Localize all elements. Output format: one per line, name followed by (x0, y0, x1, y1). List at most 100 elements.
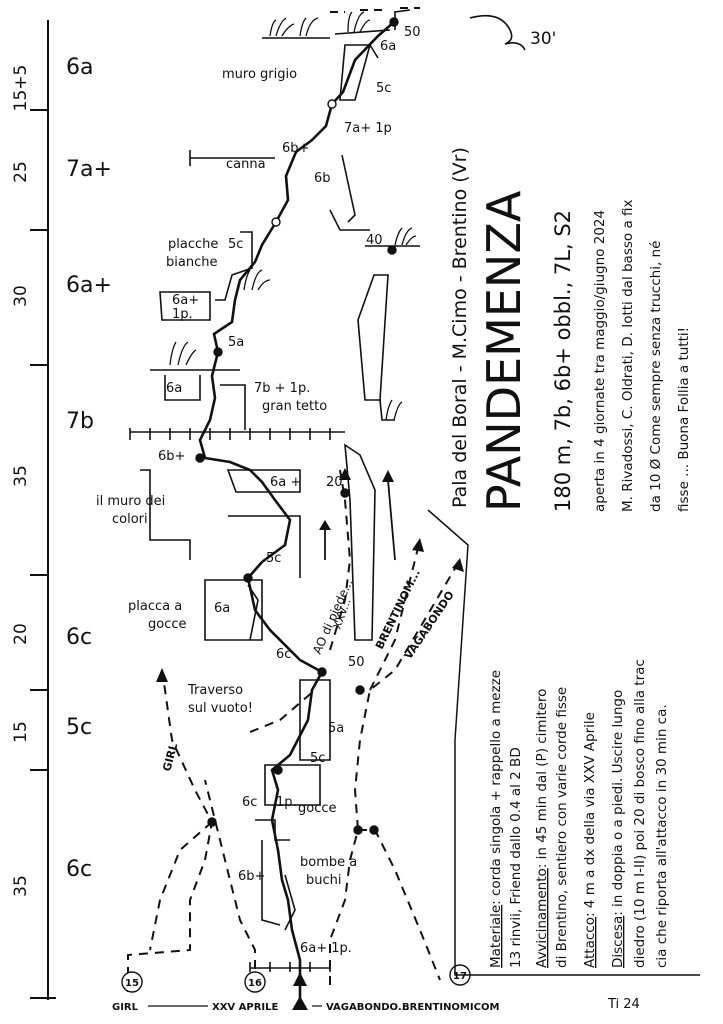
scale-length: 30 (11, 285, 31, 307)
grade-label: 6b+ (158, 449, 185, 464)
credits-line: M. Rivadossi, C. Oldrati, D. Iotti dal b… (620, 199, 636, 512)
credits-line: da 10 Ø Come sempre senza trucchi, né (648, 241, 664, 512)
grade-label: 5c (310, 751, 325, 766)
exit-note: 30' (530, 29, 556, 49)
route-name: PANDEMENZA (477, 190, 531, 512)
grade-label: 5c (228, 237, 243, 252)
grade-label: 7b + 1p. (254, 381, 310, 396)
location: Pala del Boral - M.Cimo - Brentino (Vr) (449, 147, 471, 508)
neighbour-routes (127, 469, 461, 992)
stance-40: 40 (366, 233, 383, 248)
grade-label: 6a (380, 39, 396, 54)
avvicinamento-text: di Brentino, sentiero con varie corde fi… (554, 687, 570, 968)
grade-label: 6c (242, 795, 257, 810)
route-line (198, 21, 395, 1000)
grade-label: 7a+ 1p (344, 121, 392, 136)
grade-label: 1p. (276, 795, 297, 810)
bottom-label-brentinomicom: BRENTINOMICOM (402, 1002, 499, 1013)
scale-length: 25 (11, 161, 31, 183)
discesa-text: : in doppia o a piedi. Uscire lungo (610, 690, 626, 916)
feature-labels: muro grigio canna placche bianche gran t… (96, 67, 357, 888)
bottom-label-vagabondo: VAGABONDO... (326, 1002, 409, 1013)
label-placca: gocce (148, 617, 187, 632)
stance-50: 50 (348, 655, 365, 670)
label-traverso: sul vuoto! (188, 701, 253, 716)
exit-squiggle (469, 14, 526, 51)
label-gocce: gocce (298, 801, 337, 816)
discesa-text: cia che riporta all'attacco in 30 min ca… (654, 704, 670, 968)
top-stance: 50 (404, 25, 421, 40)
attacco-label: Attacco (582, 917, 598, 968)
stance-heights: 50 30' 40 20 50 (326, 25, 556, 670)
discesa-text: diedro (10 m I-II) poi 20 di bosco fino … (632, 659, 648, 968)
label-muro-grigio: muro grigio (222, 67, 297, 82)
materiale-text: 13 rinvii, Friend dallo 0.4 al 2 BD (508, 747, 524, 968)
exit-path (330, 7, 420, 13)
avvicinamento-text: : in 45 min dal (P) cimitero (534, 689, 550, 869)
grade-label: 5a (228, 335, 244, 350)
route-stats: 180 m, 7b, 6b+ obbl., 7L, S2 (551, 210, 575, 512)
info-block: Pala del Boral - M.Cimo - Brentino (Vr) … (449, 147, 692, 968)
label-traverso: Traverso (187, 683, 243, 698)
arrow-line (387, 479, 396, 561)
pitch-grades: 6a 5c 7a+ 1p 6b+ 6b 5c 6a+ 1p. 5a 7b + 1… (158, 39, 396, 956)
route-label: GIRL (160, 742, 180, 773)
credits-line: aperta in 4 giornate tra maggio/giugno 2… (592, 210, 608, 512)
grade-label: 5c (266, 551, 281, 566)
scale-grade: 6c (66, 857, 92, 882)
plant-icons (169, 11, 417, 421)
route-number: 16 (248, 978, 262, 989)
scale-length: 35 (11, 465, 31, 487)
scale-grade: 6a+ (66, 273, 112, 298)
scale-grade: 7a+ (66, 157, 112, 182)
grade-label: 6a+ 1p. (300, 941, 352, 956)
scale-length: 35 (11, 875, 31, 897)
bottom-label-xxv: XXV APRILE (212, 1002, 279, 1013)
scale-labels: 15+5 6a 25 7a+ 30 6a+ 35 7b 20 6c 15 5c … (11, 55, 112, 897)
avvicinamento-label: Avvicinamento (534, 868, 550, 968)
svg-text:Attacco: 4 m a dx della via XX: Attacco: 4 m a dx della via XXV Aprile (582, 712, 598, 968)
label-bombe: buchi (306, 873, 342, 888)
svg-text:Materiale: corda singola + rap: Materiale: corda singola + rappello a me… (488, 670, 504, 968)
route-number: 17 (453, 971, 467, 982)
label-placche: bianche (166, 255, 217, 270)
grade-label: 6a+ (172, 293, 199, 308)
left-scale (30, 20, 56, 1000)
scale-grade: 6a (66, 55, 93, 80)
label-muro-colori: colori (112, 512, 148, 527)
route-label: AO di piede... (310, 577, 356, 657)
route-arrows (156, 468, 464, 986)
label-placca: placca a (128, 599, 182, 614)
attacco-text: : 4 m a dx della via XXV Aprile (582, 712, 598, 917)
label-gran-tetto: gran tetto (262, 399, 327, 414)
grade-label: 6a + (270, 475, 301, 490)
materiale-label: Materiale (488, 905, 504, 968)
svg-text:Avvicinamento: in 45 min dal (: Avvicinamento: in 45 min dal (P) cimiter… (534, 689, 550, 968)
label-muro-colori: il muro dei (96, 494, 165, 509)
scale-grade: 5c (66, 715, 92, 740)
label-bombe: bombe a (300, 855, 357, 870)
scale-length: 15+5 (11, 65, 31, 112)
grade-label: 5c (376, 81, 391, 96)
scale-grade: 7b (66, 409, 94, 434)
belay-stations (195, 17, 399, 835)
grade-label: 6b (314, 171, 331, 186)
scale-grade: 6c (66, 625, 92, 650)
label-placche: placche (168, 237, 218, 252)
signature: Ti 24 (607, 997, 640, 1012)
bottom-labels: GIRL XXV APRILE VAGABONDO... BRENTINOMIC… (112, 964, 640, 1013)
grade-label: 6c (276, 647, 291, 662)
svg-text:Discesa: in doppia o a piedi.: Discesa: in doppia o a piedi. Uscire lun… (610, 690, 626, 968)
credits-line: fisse ... Buona Follia a tutti! (676, 327, 692, 512)
route-label: VAGABONDO (402, 589, 457, 662)
scale-length: 20 (11, 623, 31, 645)
discesa-label: Discesa (610, 916, 626, 968)
start-triangle (292, 996, 308, 1010)
materiale-text: : corda singola + rappello a mezze (488, 670, 504, 905)
grade-label: 5a (328, 721, 344, 736)
grade-label: 6a (214, 601, 230, 616)
grade-label: 6a (166, 381, 182, 396)
route-number: 15 (125, 978, 139, 989)
grade-label: 6b+ (238, 869, 265, 884)
